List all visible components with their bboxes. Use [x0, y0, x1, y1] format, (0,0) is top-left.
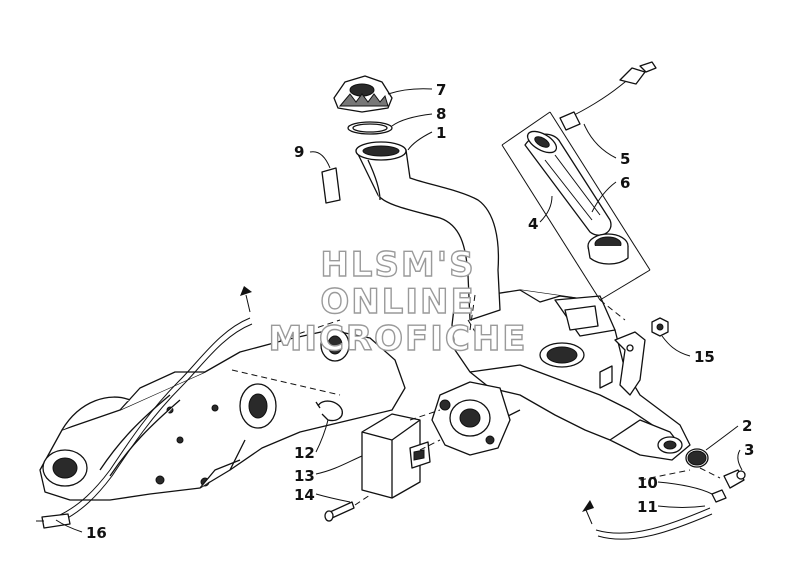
callout-15: 15 — [694, 348, 715, 366]
watermark: HLSM'S ONLINE MICROFICHE — [268, 244, 527, 359]
tank-mounting-bracket — [614, 331, 646, 396]
sender-bracket-frame — [501, 111, 651, 301]
callout-10: 10 — [637, 474, 658, 492]
callout-9: 9 — [294, 143, 304, 161]
vent-hose — [582, 500, 713, 540]
hose-clamp-strap — [321, 167, 341, 204]
sender-gasket-ring — [587, 233, 629, 265]
watermark-line-3: MICROFICHE — [268, 319, 527, 359]
screw — [324, 501, 355, 522]
cap-gasket — [347, 121, 393, 135]
engine-frame-assembly — [39, 328, 406, 501]
vent-fitting — [723, 469, 746, 489]
callout-7: 7 — [436, 81, 446, 99]
callout-13: 13 — [294, 467, 315, 485]
fuel-sender-assembly — [524, 130, 612, 236]
callout-6: 6 — [620, 174, 630, 192]
callout-16: 16 — [86, 524, 107, 542]
arrow-marker-top — [240, 286, 252, 313]
callout-8: 8 — [436, 105, 446, 123]
filler-cap — [333, 75, 393, 113]
callout-2: 2 — [742, 417, 752, 435]
callout-numbers: 7 8 1 9 5 6 4 15 2 3 10 11 12 13 14 16 — [86, 81, 754, 542]
mounting-nut — [651, 317, 669, 337]
callout-11: 11 — [637, 498, 658, 516]
watermark-line-1: HLSM'S — [320, 245, 475, 285]
callout-1: 1 — [436, 124, 446, 142]
dashed-leaders — [231, 294, 721, 506]
fuel-pump-cover — [361, 413, 431, 499]
grommet — [685, 448, 709, 468]
hose-clamp — [315, 400, 343, 422]
filler-neck-hose — [355, 141, 501, 321]
callout-leaders — [55, 88, 743, 533]
vent-clip — [711, 489, 727, 503]
sender-wire-harness — [559, 61, 657, 131]
callout-4: 4 — [528, 215, 538, 233]
callout-12: 12 — [294, 444, 315, 462]
fuel-pump — [431, 381, 511, 456]
watermark-line-2: ONLINE — [320, 282, 475, 322]
callout-14: 14 — [294, 486, 315, 504]
fuel-tank — [451, 289, 691, 461]
callout-5: 5 — [620, 150, 630, 168]
callout-3: 3 — [744, 441, 754, 459]
